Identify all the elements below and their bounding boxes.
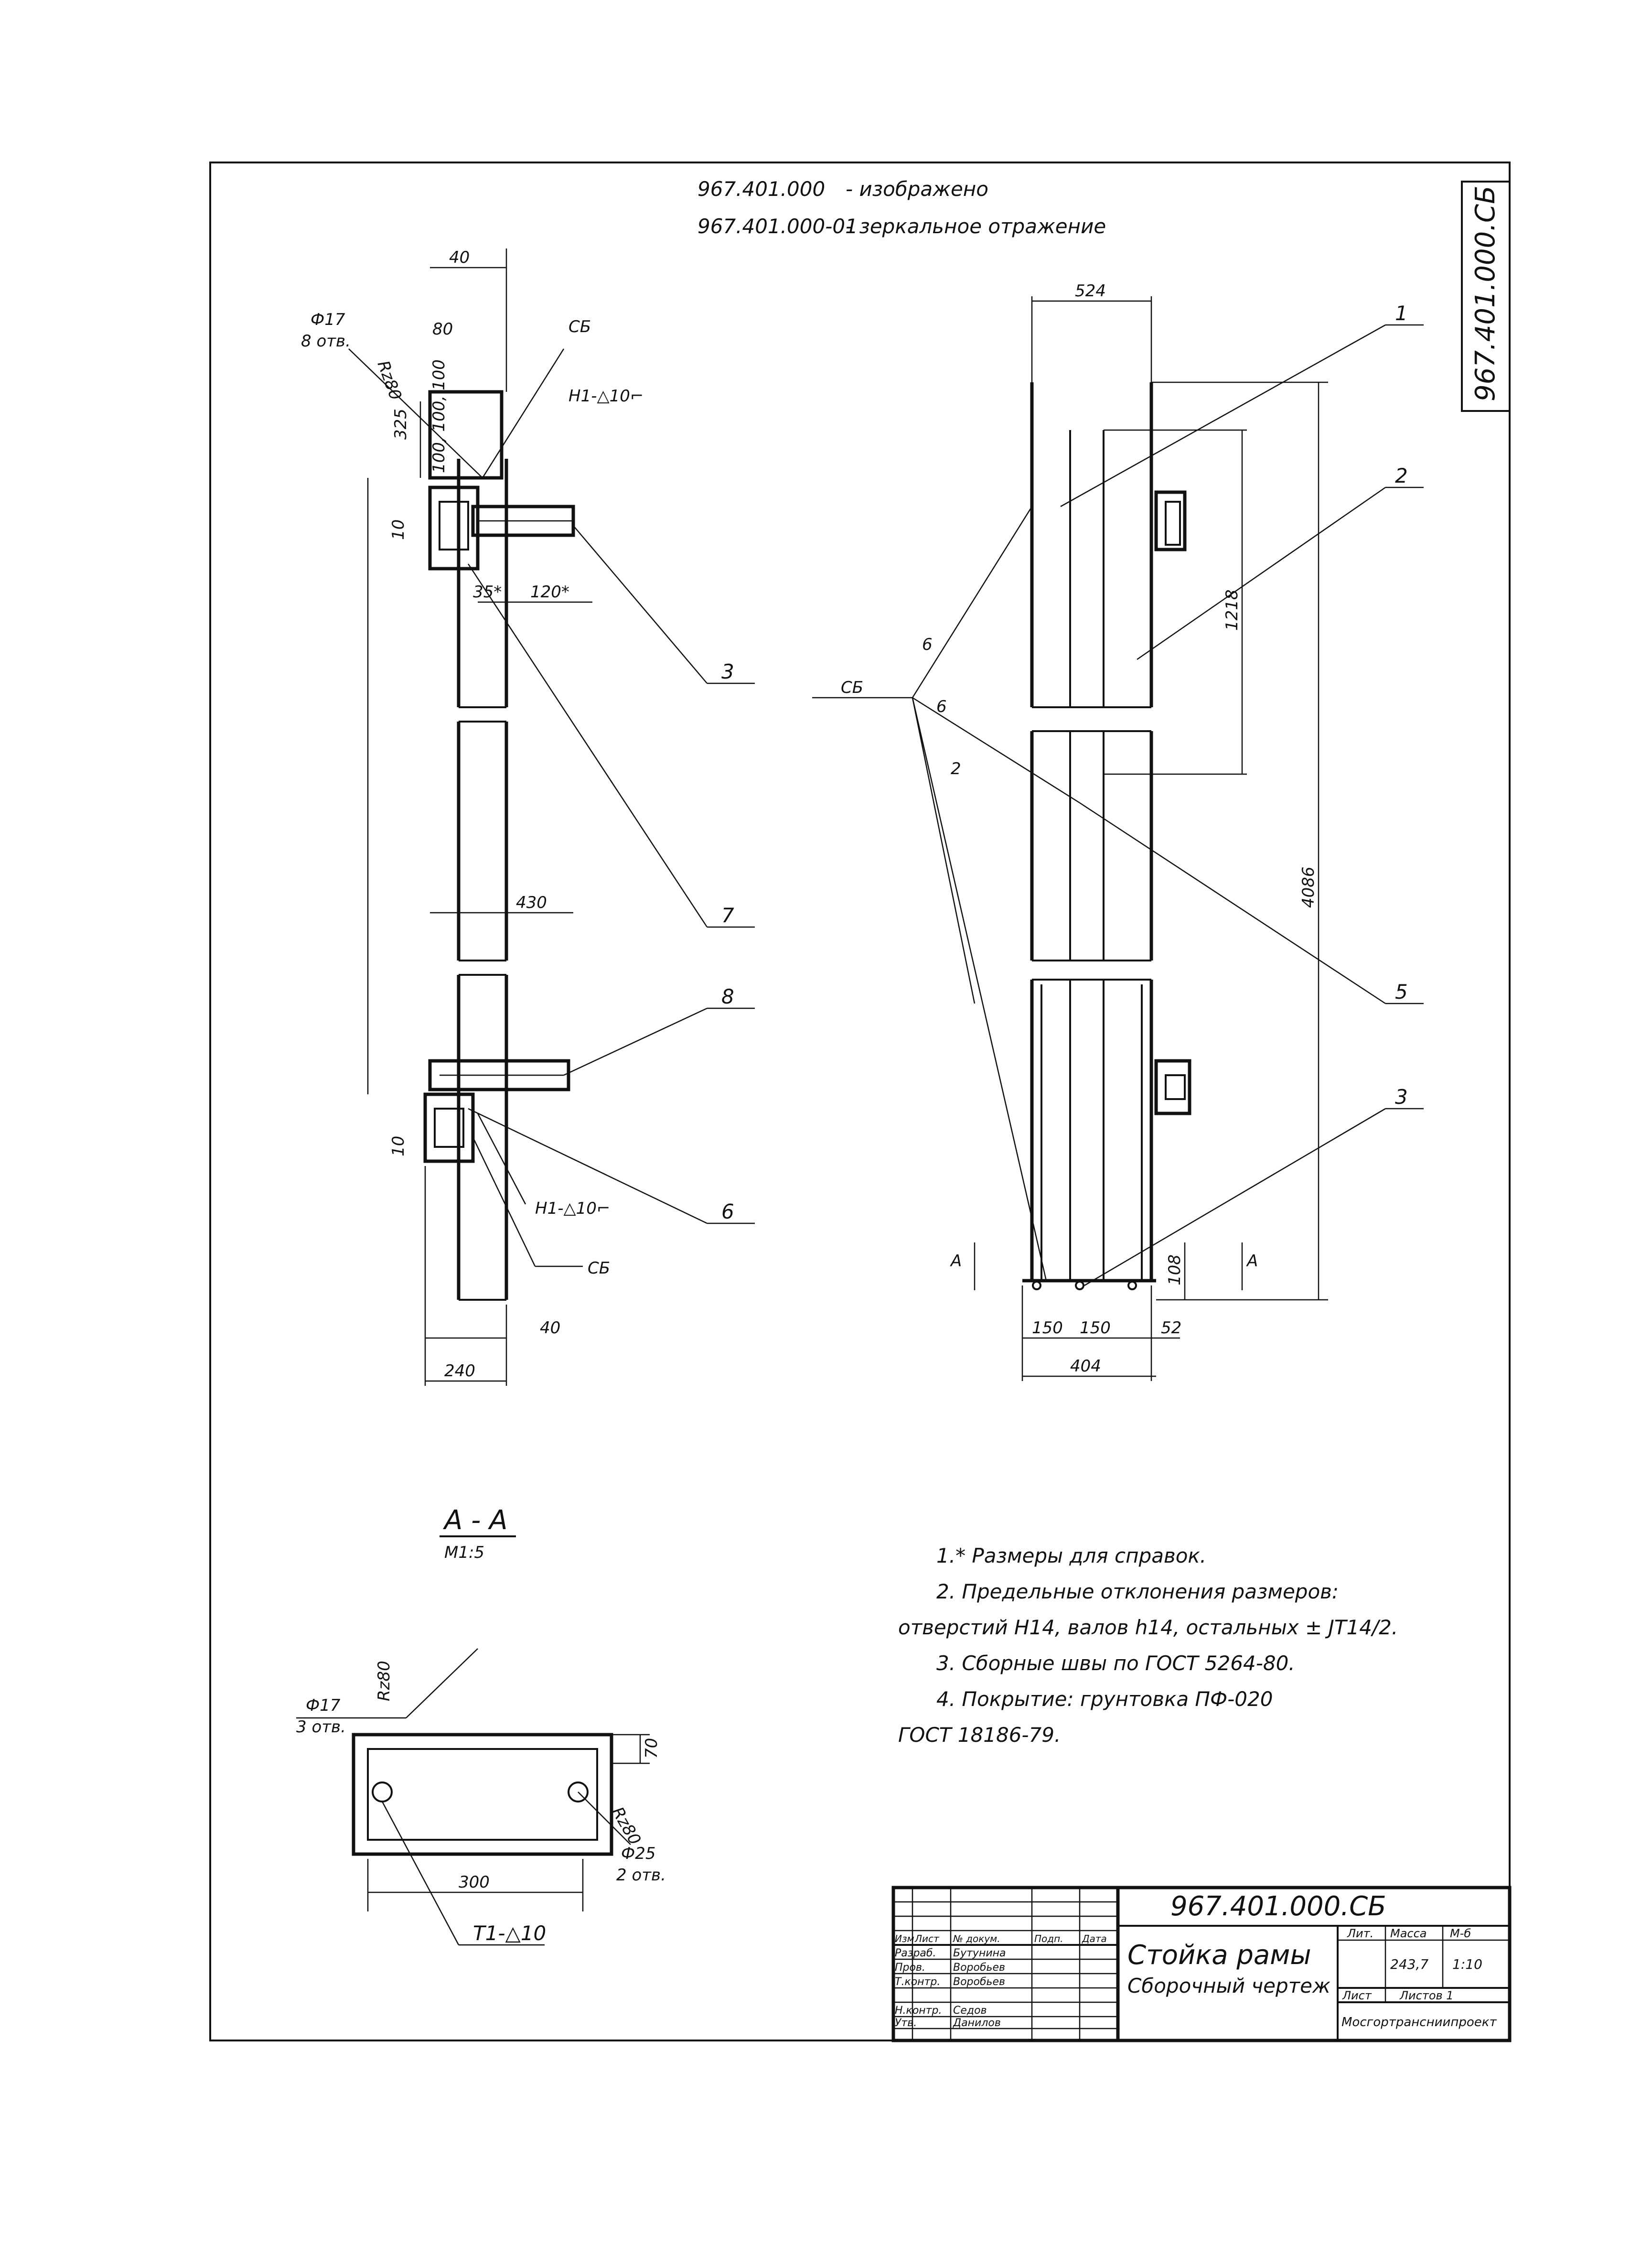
- header-code-2: 967.401.000-01: [697, 215, 858, 238]
- dim-40-top: 40: [449, 248, 470, 267]
- dim-150a: 150: [1032, 1318, 1063, 1338]
- right-view: 524 1218 4086 108 150 150 52 404 СБ 6 6 …: [812, 281, 1424, 1381]
- dim-52: 52: [1161, 1318, 1181, 1338]
- tb-col-izm: Изм: [895, 1933, 914, 1944]
- weld-leg-1: 6: [922, 635, 933, 654]
- dim-108: 108: [1165, 1254, 1184, 1285]
- callout-2: 2: [1395, 464, 1408, 487]
- callout-5: 5: [1395, 980, 1408, 1004]
- tb-name-1: Воробьев: [953, 1962, 1005, 1974]
- tb-role-0: Разраб.: [895, 1947, 936, 1959]
- tb-role-3: Н.контр.: [895, 2005, 942, 2017]
- hole-count: 8 отв.: [301, 332, 351, 351]
- callout-3-right: 3: [1395, 1085, 1408, 1109]
- section-scale: М1:5: [444, 1543, 484, 1562]
- section-dim-300: 300: [459, 1873, 490, 1892]
- tb-name-4: Данилов: [953, 2017, 1001, 2029]
- note-2: 2. Предельные отклонения размеров:: [936, 1580, 1339, 1603]
- tb-scale: 1:10: [1452, 1956, 1482, 1972]
- sheet-frame: [209, 162, 1511, 2041]
- note-1: 1.* Размеры для справок.: [936, 1544, 1206, 1567]
- roughness-left: Rz80: [374, 358, 406, 402]
- section-dim-70: 70: [642, 1738, 661, 1759]
- weld-sb-bottom: СБ: [588, 1259, 610, 1278]
- callout-6: 6: [721, 1200, 734, 1223]
- weld-symbol-bottom: Н1-△10⌐: [535, 1199, 610, 1218]
- dim-524: 524: [1075, 281, 1106, 301]
- dim-35: 35*: [473, 583, 502, 602]
- tb-col-podp: Подп.: [1034, 1933, 1063, 1944]
- tb-name: Стойка рамы: [1127, 1940, 1311, 1971]
- note-4: 4. Покрытие: грунтовка ПФ-020: [936, 1687, 1273, 1711]
- section-hole-label: Ф17: [306, 1696, 341, 1715]
- callout-3: 3: [721, 660, 734, 683]
- section-roughness: Rz80: [375, 1661, 394, 1701]
- note-4b: ГОСТ 18186-79.: [898, 1723, 1061, 1747]
- tb-name-3: Седов: [953, 2005, 987, 2017]
- dim-240: 240: [444, 1361, 475, 1381]
- header-text-1: - изображено: [846, 177, 988, 201]
- dim-150b: 150: [1080, 1318, 1111, 1338]
- section-rz-right: Rz80: [608, 1804, 644, 1848]
- tb-col-date: Дата: [1082, 1933, 1107, 1944]
- tb-massa: Масса: [1390, 1927, 1427, 1940]
- dim-404: 404: [1070, 1357, 1101, 1376]
- dim-120: 120*: [530, 583, 569, 602]
- corner-stamp: 967.401.000.СБ: [1461, 181, 1511, 412]
- notes: 1.* Размеры для справок. 2. Предельные о…: [898, 1544, 1398, 1747]
- tb-mass: 243,7: [1390, 1956, 1428, 1972]
- tb-sheet: Лист: [1342, 1989, 1372, 2002]
- title-block: Изм Лист № докум. Подп. Дата Разраб. Бут…: [891, 1886, 1512, 2042]
- dim-4086: 4086: [1299, 866, 1318, 908]
- section-weld: Т1-△10: [473, 1921, 546, 1945]
- header-text-2: - зеркальное отражение: [846, 215, 1106, 238]
- svg-text:967.401.000.СБ: 967.401.000.СБ: [1470, 185, 1501, 401]
- tb-designation: 967.401.000.СБ: [1170, 1891, 1386, 1922]
- callout-7: 7: [721, 904, 734, 927]
- dim-10-bottom: 10: [389, 1136, 408, 1156]
- section-hole25-count: 2 отв.: [616, 1866, 666, 1885]
- tb-col-doc: № докум.: [953, 1933, 1000, 1944]
- callout-8: 8: [721, 985, 734, 1008]
- dim-430: 430: [516, 893, 547, 912]
- dim-325: 325: [391, 409, 410, 440]
- dim-40-bottom: 40: [540, 1318, 560, 1338]
- left-view: 40 80 Ф17 8 отв. Rz80 СБ Н1-△10⌐ 325 100…: [301, 248, 755, 1386]
- tb-doc-type: Сборочный чертеж: [1127, 1974, 1330, 1997]
- note-2b: отверстий Н14, валов h14, остальных ± JT…: [898, 1616, 1398, 1639]
- tb-mb: М-б: [1450, 1927, 1471, 1940]
- hole-label: Ф17: [311, 310, 345, 329]
- header-code-1: 967.401.000: [697, 177, 825, 201]
- tb-name-0: Бутунина: [953, 1947, 1006, 1959]
- note-3: 3. Сборные швы по ГОСТ 5264-80.: [936, 1652, 1295, 1675]
- weld-sb-right: СБ: [841, 678, 863, 697]
- section-hole-count: 3 отв.: [296, 1717, 346, 1737]
- tb-col-list: Лист: [914, 1933, 940, 1944]
- tb-sheets: Листов 1: [1399, 1989, 1454, 2002]
- dim-spacing: 100, 100, 100: [429, 359, 449, 473]
- section-mark-right: А: [1246, 1252, 1258, 1271]
- callout-1: 1: [1395, 302, 1408, 325]
- section-hole25-label: Ф25: [621, 1844, 656, 1863]
- tb-role-2: Т.контр.: [895, 1976, 940, 1988]
- section-title: А - А: [443, 1505, 507, 1536]
- tb-name-2: Воробьев: [953, 1976, 1005, 1988]
- weld-symbol-top: Н1-△10⌐: [569, 387, 644, 406]
- section-a-a: А - А М1:5 Ф17 3 отв. Rz80 70 Rz80 Ф25 2…: [296, 1505, 666, 1946]
- weld-leg-3: 2: [951, 759, 961, 778]
- section-mark-left: А: [950, 1252, 962, 1271]
- dim-10-top: 10: [389, 519, 408, 540]
- weld-sb-top: СБ: [569, 317, 591, 336]
- tb-role-4: Утв.: [895, 2017, 917, 2029]
- tb-lit: Лит.: [1347, 1927, 1373, 1940]
- weld-leg-2: 6: [936, 697, 947, 716]
- dim-1218: 1218: [1223, 589, 1242, 631]
- dim-80: 80: [432, 320, 453, 339]
- tb-role-1: Пров.: [895, 1962, 925, 1974]
- tb-organization: Мосгортрансниипроект: [1341, 2015, 1497, 2029]
